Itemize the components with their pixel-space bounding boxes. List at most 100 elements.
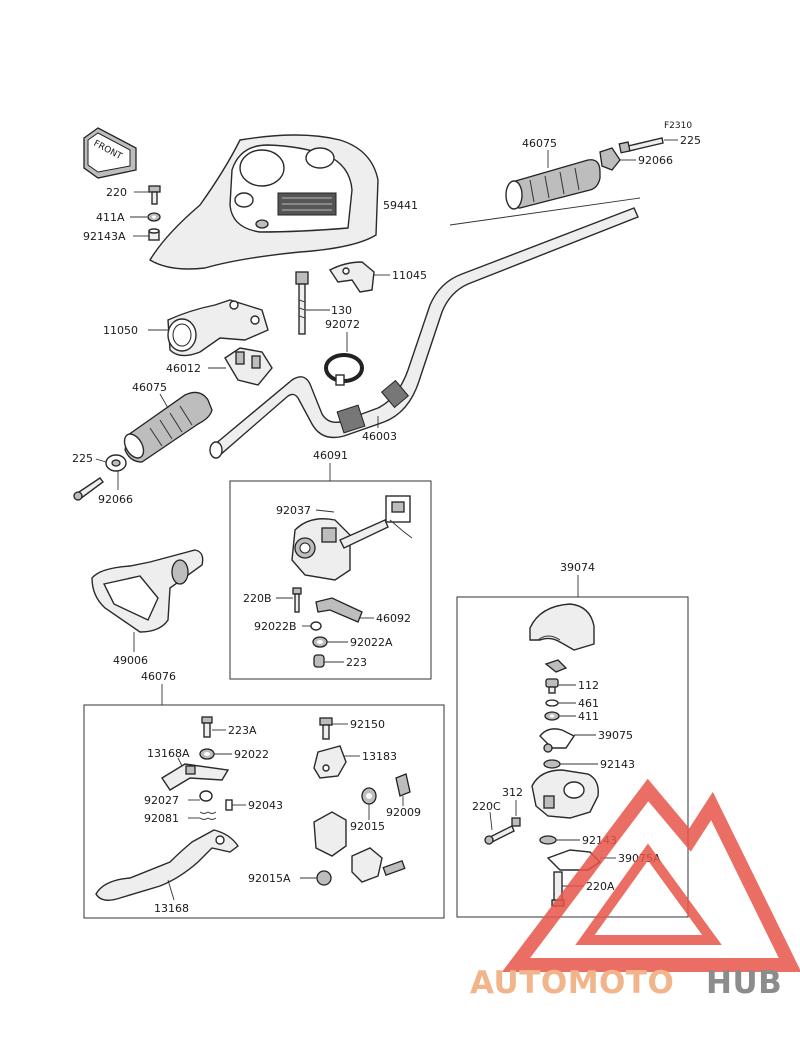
label-112: 112 (578, 679, 599, 692)
washer-411-part (544, 711, 560, 721)
clip-part (544, 659, 568, 673)
automotohub-watermark-logo (501, 778, 800, 972)
spring-92081-part (199, 811, 217, 820)
label-92027: 92027 (144, 794, 179, 807)
label-92022a: 92022A (350, 636, 393, 649)
bracket-11045-part (328, 261, 375, 293)
watermark-text: AUTOMOTO HUB (470, 965, 782, 1001)
watermark-brand-part1: AUTOMOTO (470, 965, 674, 1001)
label-225-left: 225 (72, 452, 93, 465)
label-13168a: 13168A (147, 747, 190, 760)
label-220b: 220B (243, 592, 272, 605)
hand-guard-49006-part (91, 549, 204, 633)
label-59441: 59441 (383, 199, 418, 212)
meter-cover-part (149, 134, 379, 270)
front-arrow-icon: FRONT (83, 127, 137, 179)
label-92072: 92072 (325, 318, 360, 331)
screw-223-part (313, 654, 325, 668)
left-grip-46075-part (123, 391, 213, 463)
lever-assembly-box (83, 704, 445, 919)
label-92066-left: 92066 (98, 493, 133, 506)
bracket-13168a-part (161, 763, 230, 791)
throttle-assembly-box (456, 596, 689, 918)
label-39075: 39075 (598, 729, 633, 742)
label-220a: 220A (586, 880, 615, 893)
holder-46012-part (224, 347, 273, 386)
holder-lever-part (313, 811, 406, 883)
screw-220b-part (292, 587, 302, 613)
bracket-13183-part (313, 745, 347, 779)
o-ring-461-part (545, 699, 559, 707)
lever-13168-part (95, 829, 239, 901)
cable-guide-39075-part (539, 728, 576, 753)
label-13183: 13183 (362, 750, 397, 763)
label-92066-right: 92066 (638, 154, 673, 167)
label-92009: 92009 (386, 806, 421, 819)
nut-92015-part (361, 787, 377, 805)
label-46091: 46091 (313, 449, 348, 462)
label-312: 312 (502, 786, 523, 799)
screw-312-part (511, 817, 521, 827)
collar-92143-upper-part (543, 759, 561, 769)
label-92015a: 92015A (248, 872, 291, 885)
switch-46091-part (291, 495, 413, 581)
label-223a: 223A (228, 724, 257, 737)
collar-92143a-part (148, 228, 160, 241)
switch-housing-11050-part (167, 299, 269, 357)
bolt-92150-part (319, 717, 333, 740)
label-46092: 46092 (376, 612, 411, 625)
clamp-92072-part (324, 353, 364, 386)
bolt-130-part (295, 271, 309, 335)
nut-92015a-part (316, 870, 332, 886)
label-225-right: 225 (680, 134, 701, 147)
bolt-112-part (545, 678, 559, 694)
label-92150: 92150 (350, 718, 385, 731)
label-220c: 220C (472, 800, 501, 813)
screw-225-left-part (73, 477, 104, 501)
right-grip-46075-part (505, 159, 601, 210)
spring-92027-part (199, 790, 213, 802)
washer-92022b-part (310, 621, 322, 631)
label-46075-right: 46075 (522, 137, 557, 150)
label-92037: 92037 (276, 504, 311, 517)
handlebar-46003-part (209, 207, 639, 459)
label-49006: 49006 (113, 654, 148, 667)
grip-end-92066-left-part (105, 454, 127, 472)
label-220-top: 220 (106, 186, 127, 199)
label-411: 411 (578, 710, 599, 723)
washer-92022-part (199, 748, 215, 760)
label-11045: 11045 (392, 269, 427, 282)
washer-411a-part (147, 212, 161, 222)
washer-92022a-part (312, 636, 328, 648)
cover-39074-part (529, 603, 595, 651)
label-92022: 92022 (234, 748, 269, 761)
ref-code: F2310 (664, 121, 692, 131)
pin-92043-part (225, 799, 233, 811)
label-46075-left: 46075 (132, 381, 167, 394)
throttle-case-part (531, 769, 599, 819)
label-92043: 92043 (248, 799, 283, 812)
adjuster-92009-part (395, 773, 411, 797)
screw-225-right-part (618, 137, 664, 154)
label-92022b: 92022B (254, 620, 297, 633)
grip-end-92066-right-part (599, 147, 621, 171)
label-46003: 46003 (362, 430, 397, 443)
label-46076: 46076 (141, 670, 176, 683)
collar-92143-lower-part (539, 835, 557, 845)
label-92015: 92015 (350, 820, 385, 833)
watermark-brand-part2: HUB (706, 965, 782, 1001)
label-130: 130 (331, 304, 352, 317)
lever-46092-part (315, 597, 363, 623)
label-11050: 11050 (103, 324, 138, 337)
screw-220c-part (484, 825, 515, 845)
label-92081: 92081 (144, 812, 179, 825)
switch-assembly-box (229, 480, 432, 680)
bolt-223a-part (201, 716, 213, 738)
label-46012: 46012 (166, 362, 201, 375)
label-92143a: 92143A (83, 230, 126, 243)
label-13168: 13168 (154, 902, 189, 915)
label-223: 223 (346, 656, 367, 669)
label-39074: 39074 (560, 561, 595, 574)
label-92143-a: 92143 (600, 758, 635, 771)
